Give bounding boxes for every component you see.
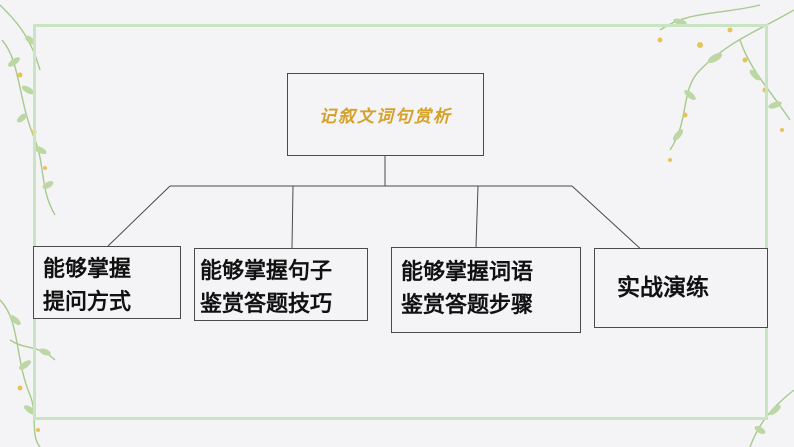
branch-node-3-line-2: 鉴赏答题步骤 [401,293,534,318]
branch-node-4-line-1: 实战演练 [617,274,709,301]
branch-node-1-line-1: 能够掌握 [43,257,132,282]
branch-line-3 [475,185,479,248]
branch-node-2-line-2: 鉴赏答题技巧 [200,292,333,317]
slide-frame [33,24,768,420]
branch-node-2-line-1: 能够掌握句子 [200,259,333,284]
branch-line-4 [571,185,645,253]
branch-node-3-line-1: 能够掌握词语 [401,260,534,285]
branch-node-3: 能够掌握词语 鉴赏答题步骤 [391,247,581,333]
branch-line-1 [107,185,171,247]
branch-node-1: 能够掌握 提问方式 [33,246,181,319]
branch-line-2 [291,185,294,249]
branch-node-4: 实战演练 [594,248,768,328]
branch-node-2: 能够掌握句子 鉴赏答题技巧 [194,248,368,321]
root-node-title: 记叙文词句赏析 [319,107,452,127]
branch-node-1-line-2: 提问方式 [43,290,132,315]
root-node: 记叙文词句赏析 [287,73,484,156]
